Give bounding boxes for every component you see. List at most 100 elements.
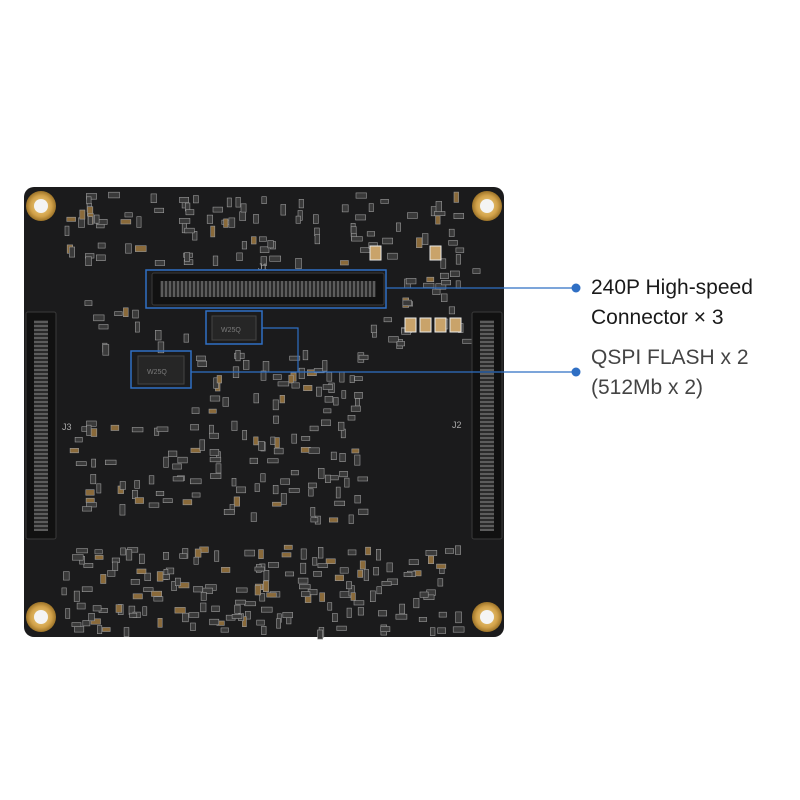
smd-part (290, 470, 299, 476)
smd-part (408, 559, 419, 566)
smd-part (258, 549, 264, 559)
smd-part (105, 459, 117, 466)
smd-part (87, 216, 93, 225)
smd-part (131, 427, 144, 433)
smd-part (174, 607, 186, 614)
smd-part (120, 219, 132, 225)
callout-flash-line2: (512Mb x 2) (591, 376, 704, 399)
smd-part (267, 562, 279, 568)
silk-label-j2: J2 (452, 420, 462, 430)
smd-part (357, 476, 368, 482)
smd-part (319, 592, 326, 602)
smd-part (191, 407, 200, 414)
smd-part (353, 600, 365, 606)
smd-part (155, 329, 162, 341)
smd-part (355, 214, 366, 221)
smd-part (212, 255, 219, 266)
smd-part (197, 360, 208, 368)
smd-part (435, 215, 441, 225)
callout-connector-line1: 240P High-speed (591, 276, 753, 299)
smd-part (272, 399, 279, 411)
smd-part (155, 490, 165, 496)
smd-part (285, 571, 294, 577)
smd-part (347, 414, 356, 421)
smd-part (61, 587, 67, 596)
callout-flash-lines (130, 310, 581, 389)
smd-part (439, 272, 449, 279)
smd-part (191, 492, 201, 498)
smd-part (326, 372, 333, 382)
smd-part (163, 551, 169, 560)
smd-part (399, 603, 406, 615)
smd-part (359, 560, 366, 570)
smd-part (312, 214, 319, 224)
smd-part (452, 626, 465, 633)
smd-part (300, 562, 307, 574)
smd-part (354, 454, 361, 466)
smd-part (86, 196, 92, 205)
smd-part (120, 547, 126, 556)
smd-part (449, 270, 460, 277)
smd-part (168, 450, 178, 457)
smd-part (347, 549, 357, 556)
smd-part (97, 625, 103, 634)
smd-part (239, 211, 246, 221)
smd-part (157, 341, 165, 354)
smd-part (378, 610, 387, 617)
smd-part (123, 627, 130, 637)
smd-part (301, 591, 311, 597)
flash-chip-top: W25Q (211, 315, 257, 341)
smd-part (260, 606, 273, 613)
smd-part (387, 252, 398, 260)
callout-dot-connector (571, 283, 581, 293)
smd-part (279, 394, 285, 404)
smd-part (185, 209, 195, 216)
smd-part (81, 586, 93, 592)
mounting-holes (26, 191, 502, 632)
smd-part (143, 587, 154, 592)
capacitor (369, 245, 382, 261)
smd-part (156, 571, 164, 582)
smd-part (260, 473, 266, 483)
smd-part (280, 478, 291, 485)
smd-part (313, 571, 322, 577)
smd-part (314, 234, 320, 245)
smd-part (291, 382, 300, 389)
smd-part (226, 197, 232, 208)
smd-part (96, 483, 102, 494)
smd-part (355, 192, 367, 199)
smd-part (327, 602, 333, 611)
smd-part (320, 419, 331, 426)
smd-part (209, 395, 221, 402)
smd-part (407, 212, 418, 219)
smd-part (455, 254, 461, 265)
smd-part (370, 324, 377, 334)
smd-part (91, 458, 96, 468)
smd-part (336, 625, 347, 631)
smd-part (328, 517, 339, 523)
smd-part (272, 374, 282, 380)
smd-part (129, 612, 138, 618)
smd-part (354, 398, 360, 407)
smd-part (151, 590, 162, 597)
smd-part (297, 577, 309, 584)
smd-part (82, 620, 91, 627)
smd-part (66, 216, 76, 222)
smd-part (435, 283, 447, 290)
capacitor (429, 245, 442, 261)
smd-part (433, 211, 446, 216)
smd-part (114, 311, 123, 317)
smd-part (281, 552, 292, 558)
smd-part (190, 622, 196, 631)
smd-part (454, 545, 461, 555)
smd-part (136, 216, 142, 228)
highlight-box-connector (145, 269, 387, 309)
connector-j2 (471, 311, 503, 540)
smd-part (94, 214, 100, 224)
smd-part (403, 571, 413, 577)
smd-part (455, 611, 462, 624)
smd-part (153, 596, 164, 602)
smd-part (236, 486, 246, 494)
silk-label-j1: J1 (258, 262, 268, 272)
